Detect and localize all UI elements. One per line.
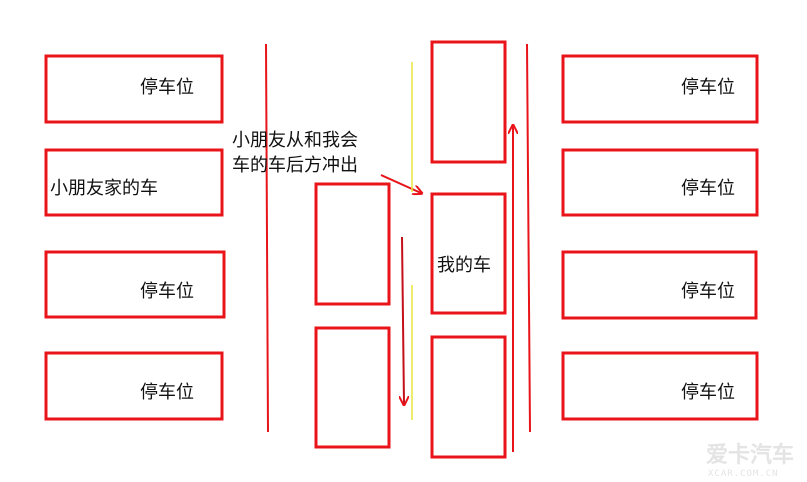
parking-spot-left-1 xyxy=(44,54,224,124)
annotation-line-1: 小朋友从和我会 xyxy=(232,130,358,151)
road-line-right xyxy=(526,43,531,433)
parking-spot-right-2-label: 停车位 xyxy=(681,178,735,199)
parking-spot-left-3 xyxy=(44,250,226,319)
downward-path-arrow xyxy=(402,236,404,404)
parking-spot-left-4 xyxy=(44,351,224,421)
annotation-line-2: 车的车后方冲出 xyxy=(232,155,358,176)
parking-spot-right-3 xyxy=(561,250,758,320)
friend-car-label: 小朋友家的车 xyxy=(50,178,158,199)
road-line-left xyxy=(265,43,269,433)
parking-spot-right-1 xyxy=(561,54,759,124)
parking-spot-right-2 xyxy=(561,148,759,217)
parking-spot-right-1-label: 停车位 xyxy=(681,77,735,98)
watermark-domain: XCAR.COM.CN xyxy=(708,469,779,479)
parking-spot-left-3-label: 停车位 xyxy=(140,281,194,302)
parking-spot-right-4 xyxy=(561,351,759,421)
my-car-label: 我的车 xyxy=(437,255,491,276)
parking-spot-right-3-label: 停车位 xyxy=(681,281,735,302)
center-car-upper xyxy=(430,40,507,164)
middle-car-upper xyxy=(314,182,391,306)
my-car-box xyxy=(430,192,507,315)
parking-spot-right-4-label: 停车位 xyxy=(681,382,735,403)
center-car-lower xyxy=(430,335,507,459)
parking-spot-left-4-label: 停车位 xyxy=(140,382,194,403)
annotation-arrow xyxy=(380,174,421,193)
parking-spot-left-1-label: 停车位 xyxy=(140,77,194,98)
watermark-logo: 爱卡汽车 XCAR.COM.CN xyxy=(706,442,794,479)
friend-car-box xyxy=(44,148,224,217)
watermark-brand: 爱卡汽车 xyxy=(706,442,794,468)
middle-car-lower xyxy=(314,326,391,449)
